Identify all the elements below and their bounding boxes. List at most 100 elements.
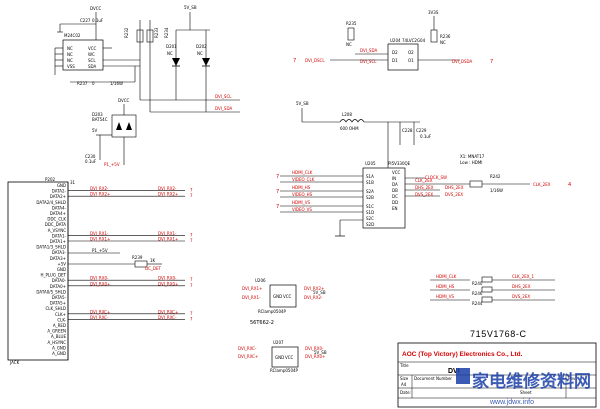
res-r237-value: 0: [92, 81, 95, 86]
net-dvi-sda-u204: DVI_SDA: [360, 48, 377, 53]
table-row1-res: R240: [472, 281, 483, 286]
esd2-net-l1: DVI_RXC-: [238, 346, 257, 351]
watermark-logo-icon: [456, 368, 470, 384]
power-label-5vsb: 5V_SB: [184, 5, 197, 10]
top-protection: R232 R233 R234 5V_SB D201 NC D202 NC DVI…: [124, 5, 240, 113]
esd1-pin-vcc: VCC: [283, 294, 292, 299]
ic-u205-ref: U205: [365, 161, 376, 166]
buffer-u204-block: 7 DVI_DSCL DVI_SDA DVI_SCL R235 NC U204 …: [293, 10, 493, 71]
eeprom-pin-r4: SDA: [88, 64, 97, 69]
connector-net-label-out: DVI_RX2+: [158, 192, 178, 197]
u204-pin-d2: D2: [392, 50, 398, 55]
mux-note-2: Low : HDMI: [460, 160, 483, 165]
power-label-dvcc: DVCC: [90, 6, 102, 11]
doc-number-header: Document Number: [414, 376, 452, 381]
mux-net-dhs-2ex: DHS_2EX: [415, 185, 434, 190]
mux-net-dhs-2ex-out: DHS_2EX: [445, 185, 464, 190]
connector-pin-label: CLK-: [57, 317, 66, 322]
esd2-power: 5V_SB: [314, 350, 327, 355]
res-r234-label: R234: [164, 27, 169, 38]
connector-pin-label: DATA1/3_SHLD: [36, 245, 66, 250]
resistor-table: HDMI_CLK HDMI_HS HDMI_VS R240 R246 R244 …: [430, 274, 555, 306]
mux-block: 5V_SB L208 600 OHM C228 C229 0.1uF U205 …: [276, 101, 571, 237]
watermark: 家电维修资料网 www.jdwx.info: [456, 368, 591, 406]
mux-net-dvs-2ex: DVS_2EX: [415, 192, 433, 197]
diode-d202-symbol: [202, 58, 210, 66]
connector-pin-label: DATA5-: [52, 295, 67, 300]
mux-net-hdmi-vs: HDMI_VS: [292, 200, 310, 205]
eeprom-pin-r1: VCC: [88, 46, 97, 51]
esd1-ref: U206: [255, 278, 266, 283]
connector-net-label-out: DVI_RX2-: [158, 186, 177, 191]
res-r236-ref: R236: [440, 34, 451, 39]
mux-pin-s1d: S1D: [366, 210, 374, 215]
res-r239-ref: R239: [132, 255, 143, 260]
table-row2-res: R246: [472, 291, 483, 296]
cap-c230-val: 0.1uF: [85, 159, 97, 164]
connector-type: JACK: [9, 360, 20, 365]
connector-net-label-out: DVI_RX0+: [158, 281, 178, 286]
net-num-7c: 7: [276, 174, 279, 180]
mux-net-dvs-2ex-out: DVS_2EX: [445, 192, 463, 197]
esd-u206: U206 GND VCC DVI_RX1+ DVI_RX1- DVI_RX2+ …: [242, 278, 326, 326]
res-r242-ref: R242: [490, 174, 501, 179]
ic-u204: [387, 43, 419, 71]
connector-net-label: DVI_RX2-: [90, 186, 109, 191]
bat54c-block: DVCC D203 BAT54C 5V C230 0.1uF P1_+5V: [85, 98, 137, 167]
res-r239-val: 1K: [150, 258, 156, 263]
mux-net-video-clk: VIDEO_CLK: [292, 177, 315, 182]
net-clk-2ex: CLK_2EX: [533, 182, 551, 187]
title-header: Title: [399, 363, 409, 368]
net-dvi-dsda: DVI_DSDA: [452, 59, 473, 64]
net-num-7: 7: [293, 58, 296, 64]
table-row2-left: HDMI_HS: [436, 284, 455, 289]
esd2-pin-gnd: GND: [275, 355, 284, 360]
eeprom-pin-l2: NC: [67, 52, 73, 57]
esd1-pin-gnd: GND: [273, 294, 282, 299]
size-value: A4: [401, 382, 407, 387]
diode-d201-nc: NC: [167, 51, 173, 56]
connector-pin-first: 31: [70, 180, 76, 185]
u204-pin-o2: O2: [408, 50, 414, 55]
connector-pin-label: A_GND: [52, 351, 66, 356]
connector-pin-label: A_RED: [53, 323, 66, 328]
cap-c229-ref: C229: [416, 128, 427, 133]
resistor-r236: [430, 29, 438, 43]
res-r235-val: NC: [346, 42, 352, 47]
eeprom-block: DVCC C227 0.1uF M24C02 NC NC NC VSS VCC …: [54, 6, 140, 86]
connector-pin-label: A_GND: [52, 345, 66, 350]
res-r232-label: R232: [124, 27, 129, 38]
esd1-net-l2: DVI_RX1-: [242, 295, 261, 300]
mux-net-clk-2ex: CLK_2EX: [415, 178, 433, 183]
esd1-net-l1: DVI_RX1+: [242, 286, 262, 291]
diode-d202-nc: NC: [197, 51, 203, 56]
esd1-part: RClamp0504P: [258, 309, 287, 314]
ic-u204-ref: U204: [390, 38, 401, 43]
connector-net-label-out: DVI_RX1-: [158, 231, 177, 236]
connector-pin-label: DATA0-: [52, 278, 67, 283]
net-dc-det: DC_DET: [145, 266, 161, 271]
esd2-ic: [271, 346, 299, 368]
connector-ref: P202: [45, 177, 56, 182]
mux-net-video-hs: VIDEO_HS: [292, 192, 313, 197]
diode-d201-ref: D201: [166, 44, 177, 49]
company-name: AOC (Top Victory) Electronics Co., Ltd.: [402, 351, 523, 358]
connector-net-label-out: DVI_RX1+: [158, 237, 178, 242]
connector-pin-label: GND: [57, 267, 66, 272]
connector-net-label: DVI_RX0-: [90, 276, 109, 281]
eeprom-pin-r3: SCL: [88, 58, 96, 63]
mux-pin-vcc: VCC: [392, 170, 401, 175]
ind-l208-val: 600 OHM: [340, 126, 359, 131]
connector-net-label: DVI_RX1-: [90, 231, 109, 236]
connector-pin-list: GNDDATA2-DATA2+DATA2/4_SHLDDATA4-DATA4+D…: [36, 183, 66, 356]
net-num-7b: 7: [490, 59, 493, 65]
esd-u207: U207 GND VCC DVI_RXC- DVI_RXC+ DVI_RX0- …: [238, 340, 327, 373]
connector-net-label: DVI_RX2+: [90, 192, 110, 197]
bat-ref: D203: [92, 112, 103, 117]
cap-c227-value: 0.1uF: [92, 18, 104, 23]
table-row2-out: DHS_2EX: [512, 284, 531, 289]
res-r235-ref: R235: [346, 21, 357, 26]
mux-pin-dd: DD: [392, 200, 398, 205]
connector-pin-label: DATA0+: [50, 284, 66, 289]
